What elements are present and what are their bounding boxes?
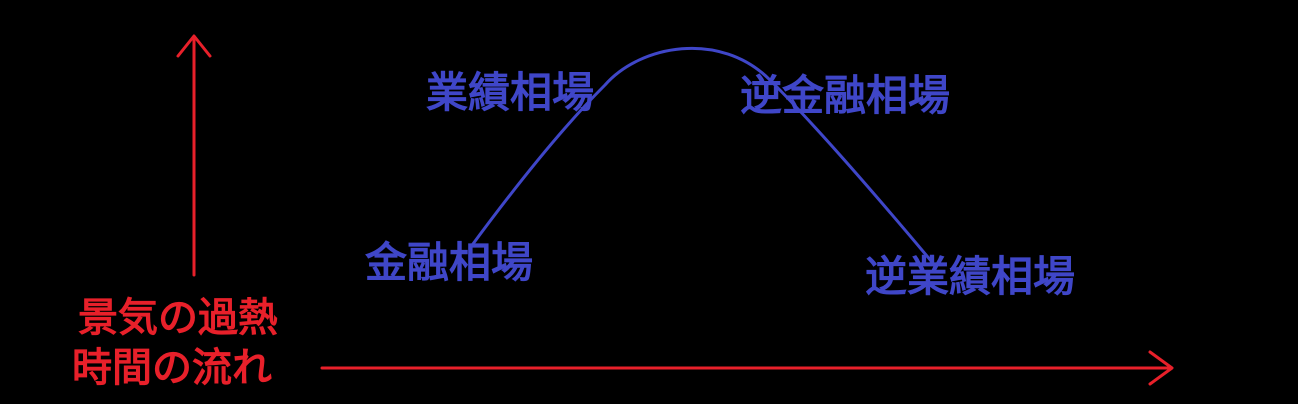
horizontal-axis-label: 時間の流れ [72,345,272,391]
phase-label-financial: 金融相場 [365,238,534,287]
vertical-axis-label: 景気の過熱 [78,295,278,341]
market-cycle-curve [468,46,934,264]
phase-label-reverse-financial: 逆金融相場 [740,71,951,120]
vertical-axis-arrowhead [176,34,212,58]
phase-label-earnings: 業績相場 [426,68,595,117]
horizontal-axis-arrowhead [1148,350,1174,386]
phase-label-reverse-earnings: 逆業績相場 [865,252,1076,301]
